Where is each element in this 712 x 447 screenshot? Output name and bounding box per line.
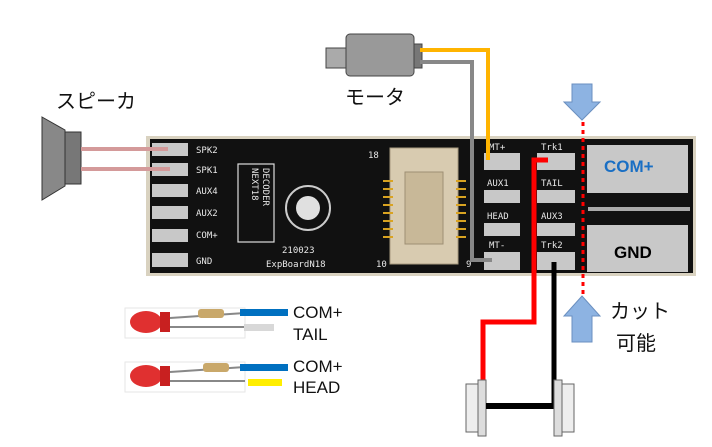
led2-wire-blue [240,364,288,371]
gnd-pad [587,225,688,272]
led-tail-icon [124,307,246,339]
board-name: ExpBoardN18 [266,260,326,270]
motor-wire-gray [420,60,492,262]
pin-mt-minus: MT- [489,241,505,251]
pin-aux4: AUX4 [196,187,218,197]
pin-aux3: AUX3 [541,212,563,222]
led1-wire-gray [244,324,274,331]
pin-spk1: SPK1 [196,166,218,176]
mounting-ring [285,185,331,231]
motor-label: モータ [345,86,405,109]
right-pads [484,153,575,270]
mounting-hole [296,196,320,220]
next18-connector [383,147,466,265]
motor-icon [325,33,423,77]
pin-trk2: Trk2 [541,241,563,251]
pin-head: HEAD [487,212,509,222]
motor-wire-orange [420,48,490,160]
pin-com-plus: COM+ [196,231,218,241]
speaker-label: スピーカ [56,91,136,113]
pin-aux2: AUX2 [196,209,218,219]
left-pads [152,143,188,267]
pin-spk2: SPK2 [196,146,218,156]
speaker-icon [41,116,82,201]
chip-text-decoder: DECODER [260,168,270,207]
led-head-icon [124,361,246,393]
cut-label-line2: 可能 [616,332,656,355]
led1-wire-blue [240,309,288,316]
serial-number: 210023 [282,246,315,256]
trace [588,207,690,211]
pin-tail: TAIL [541,179,563,189]
led2-label-head: HEAD [293,378,340,397]
pin-mt-plus: MT+ [489,143,506,153]
arrow-up-icon [562,295,602,343]
com-plus-pad-label: COM+ [604,157,654,176]
arrow-down-icon [562,83,602,121]
cut-label-line1: カット [610,301,670,323]
chip-text-next18: NEXT18 [249,168,259,201]
decoder-label-box [237,163,275,243]
wheelset-icon [465,379,575,437]
pin-9-label: 9 [466,260,471,270]
com-plus-pad [587,145,688,193]
pin-aux1: AUX1 [487,179,509,189]
track-wire-red [480,157,548,385]
led2-wire-yellow [248,379,282,386]
pin-18-label: 18 [368,151,379,161]
led2-label-com: COM+ [293,357,343,376]
led1-label-tail: TAIL [293,325,328,344]
pin-trk1: Trk1 [541,143,563,153]
led1-label-com: COM+ [293,303,343,322]
pin-gnd: GND [196,257,212,267]
pin-10-label: 10 [376,260,387,270]
gnd-pad-label: GND [614,243,652,262]
